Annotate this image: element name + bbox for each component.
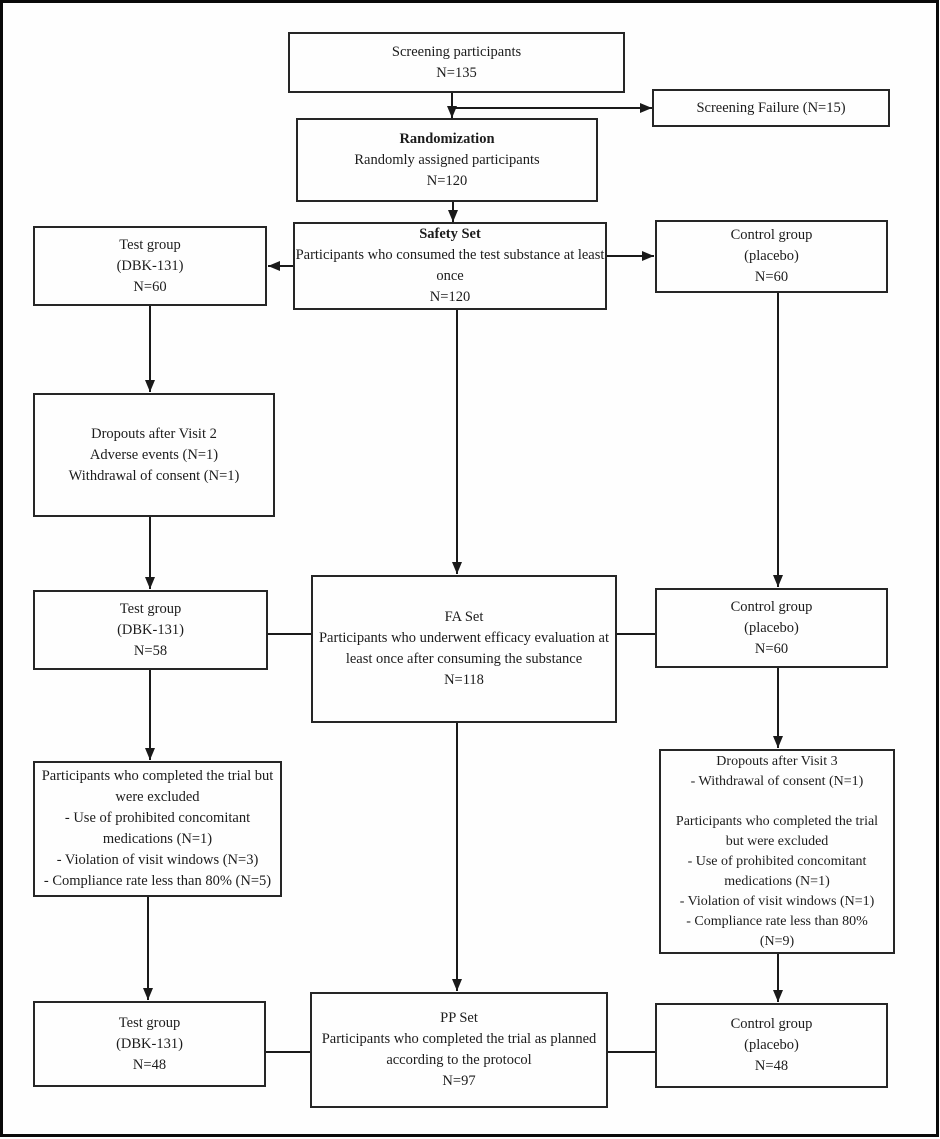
box-line: (DBK-131) [116,1035,183,1052]
box-line: (DBK-131) [116,257,184,274]
box-line: (placebo) [744,1037,799,1053]
box-line: - Use of prohibited concomitant [64,810,251,826]
box-line: - Compliance rate less than 80% [686,913,868,929]
box-title: Randomization [399,130,495,147]
box-line: Participants who completed the trial as … [321,1031,597,1047]
box-control-group-2: Control group (placebo) N=60 [655,588,888,668]
box-test-group-2: Test group (DBK-131) N=58 [33,590,268,670]
box-line: Screening participants [391,43,522,60]
box-screening-failure: Screening Failure (N=15) [652,89,890,127]
box-line: Screening Failure (N=15) [696,99,846,116]
box-line: according to the protocol [386,1052,532,1068]
box-test-group-3: Test group (DBK-131) N=48 [33,1001,266,1087]
box-line: Test group [118,1014,181,1031]
box-line: Dropouts after Visit 2 [91,425,217,442]
box-line: FA Set [444,609,484,625]
box-line: medications (N=1) [724,873,830,889]
box-line: Control group [730,1016,813,1032]
box-line: - Violation of visit windows (N=1) [679,893,875,909]
box-line: (N=9) [759,933,795,949]
box-line: once [436,268,464,284]
box-control-group-1: Control group (placebo) N=60 [655,220,888,293]
box-dropouts-visit3: Dropouts after Visit 3 - Withdrawal of co… [659,749,895,954]
box-line: Dropouts after Visit 3 [716,753,838,769]
box-line: Participants who completed the trial but [41,768,274,784]
box-line: were excluded [115,789,200,805]
box-line: Participants who underwent efficacy eval… [318,630,610,646]
box-line: N=48 [132,1056,167,1073]
box-line: - Compliance rate less than 80% (N=5) [43,873,272,889]
box-line: N=120 [429,289,471,305]
box-dropouts-visit2: Dropouts after Visit 2 Adverse events (N=… [33,393,275,517]
box-line: N=58 [133,642,168,659]
box-line: (placebo) [744,619,799,636]
box-line: Test group [119,236,181,253]
box-line: N=120 [426,172,468,189]
box-line: Adverse events (N=1) [89,446,219,463]
box-line: - Use of prohibited concomitant [687,853,867,869]
box-title: Safety Set [419,226,481,242]
box-line: N=60 [754,269,789,285]
box-line: Participants who completed the trial [675,813,879,829]
box-line: (DBK-131) [117,621,184,638]
box-line: but were excluded [725,833,829,849]
box-line: Withdrawal of consent (N=1) [68,467,240,484]
box-line: - Violation of visit windows (N=3) [56,852,259,868]
box-line: Randomly assigned participants [354,151,540,168]
box-line: Participants who consumed the test subst… [295,247,605,263]
box-line: N=60 [133,278,167,295]
box-line: (placebo) [744,248,799,264]
box-line: Control group [730,227,813,243]
box-line: - Withdrawal of consent (N=1) [690,773,864,789]
box-excluded-test: Participants who completed the trial but… [33,761,282,897]
box-line: Control group [730,598,813,615]
box-line: N=48 [754,1058,789,1074]
box-control-group-3: Control group (placebo) N=48 [655,1003,888,1088]
box-line: N=60 [754,640,789,657]
box-line: N=97 [442,1073,476,1089]
box-line [775,792,779,812]
box-test-group-1: Test group (DBK-131) N=60 [33,226,267,306]
box-line: medications (N=1) [102,831,213,847]
box-line: N=135 [436,64,477,81]
box-line: Test group [119,600,182,617]
box-line: least once after consuming the substance [345,651,583,667]
box-line: N=118 [444,672,484,688]
box-line: PP Set [440,1010,478,1026]
